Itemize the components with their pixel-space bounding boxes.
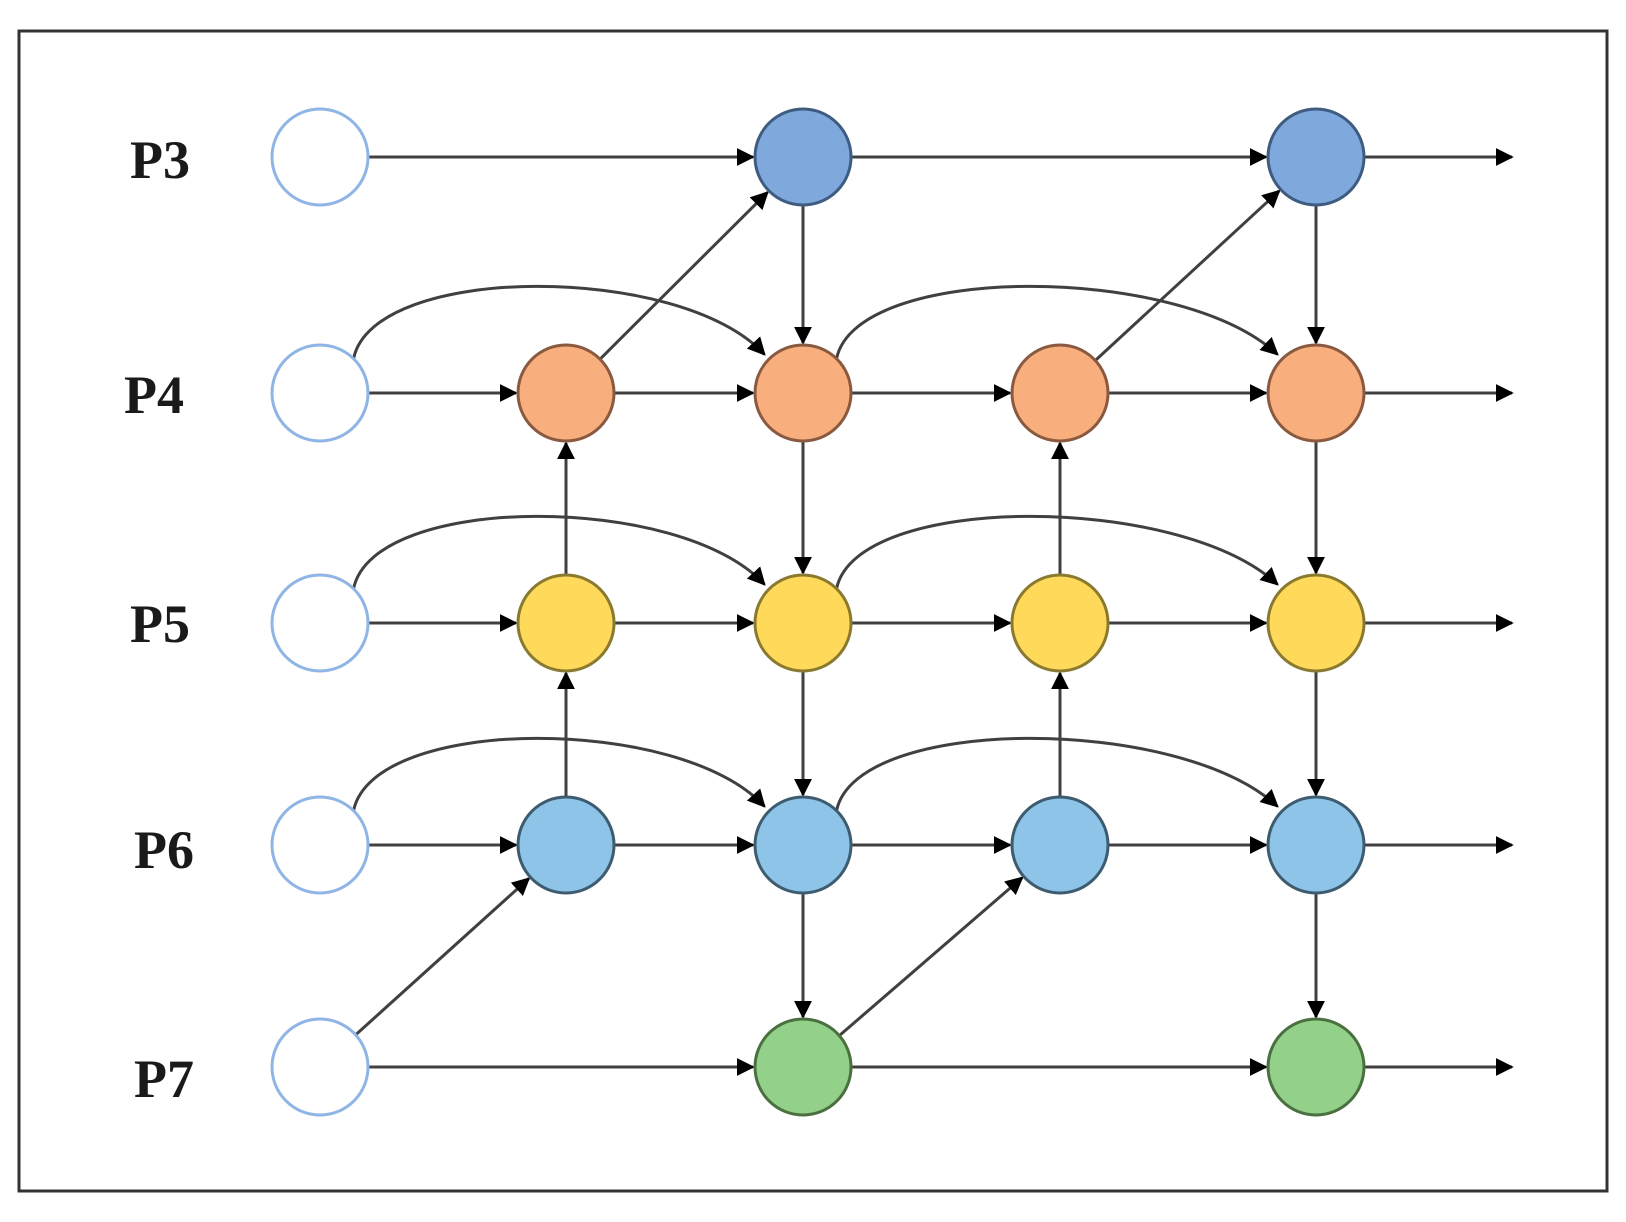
edge-diag-n4c-n3d xyxy=(1094,189,1281,362)
edge-skip-n4b-n4d xyxy=(835,284,1279,359)
edges-layer xyxy=(352,148,1514,1076)
edge-diag-n7b-n6c xyxy=(838,876,1024,1037)
level-label-p3: P3 xyxy=(130,130,190,190)
feature-node-p5-d xyxy=(1266,573,1366,673)
level-label-p4: P4 xyxy=(124,365,184,425)
feature-node-p7-d xyxy=(1266,1017,1366,1117)
feature-node-p6-b xyxy=(753,795,853,895)
feature-node-p5-c xyxy=(1010,573,1110,673)
edge-skip-n6b-n6d xyxy=(835,736,1279,811)
level-label-p5: P5 xyxy=(130,594,190,654)
input-node-p3 xyxy=(270,107,370,207)
feature-node-p5-b xyxy=(753,573,853,673)
feature-node-p5-a xyxy=(516,573,616,673)
feature-node-p7-b xyxy=(753,1017,853,1117)
feature-node-p3-d xyxy=(1266,107,1366,207)
feature-node-p4-c xyxy=(1010,343,1110,443)
edge-skip-in4-n4b xyxy=(352,284,766,359)
edge-diag-n4a-n3b xyxy=(598,191,769,361)
edge-diag-in7-n6a xyxy=(354,877,531,1036)
feature-node-p4-b xyxy=(753,343,853,443)
feature-node-p3-b xyxy=(753,107,853,207)
feature-node-p6-a xyxy=(516,795,616,895)
input-node-p6 xyxy=(270,795,370,895)
level-label-p6: P6 xyxy=(134,820,194,880)
edge-skip-in5-n5b xyxy=(352,514,766,589)
feature-node-p4-a xyxy=(516,343,616,443)
edge-skip-in6-n6b xyxy=(352,736,766,811)
input-node-p4 xyxy=(270,343,370,443)
feature-node-p6-c xyxy=(1010,795,1110,895)
feature-node-p6-d xyxy=(1266,795,1366,895)
input-node-p7 xyxy=(270,1017,370,1117)
feature-node-p4-d xyxy=(1266,343,1366,443)
edge-skip-n5b-n5d xyxy=(835,514,1279,589)
input-node-p5 xyxy=(270,573,370,673)
nodes-layer xyxy=(270,107,1366,1117)
level-label-p7: P7 xyxy=(134,1049,194,1109)
